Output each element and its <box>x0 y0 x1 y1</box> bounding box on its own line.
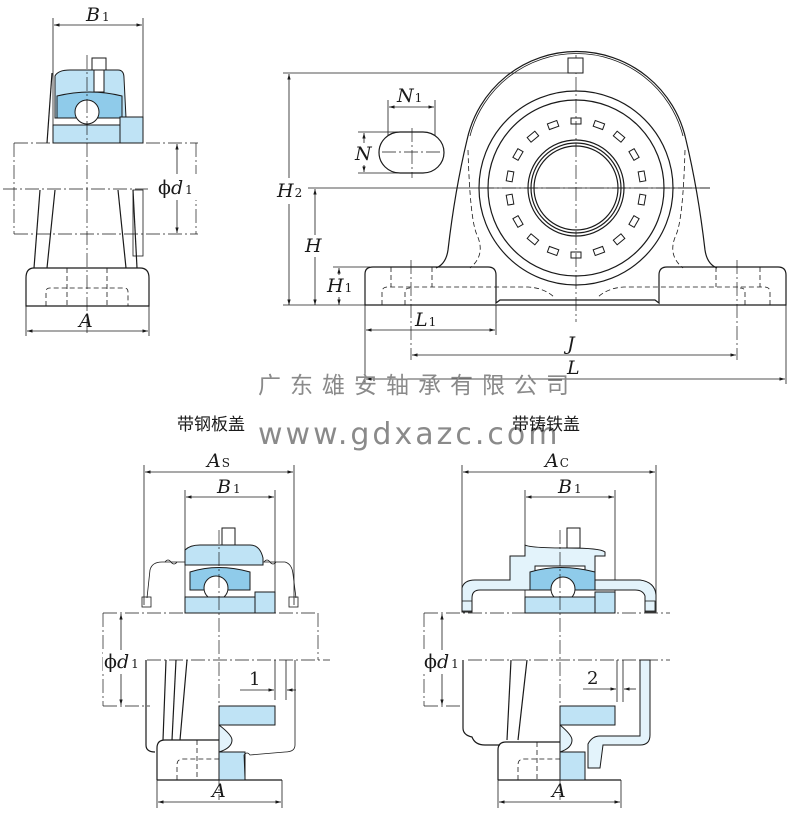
locking-collar <box>119 116 144 144</box>
cast-grease-nipple-icon <box>566 527 581 549</box>
retainer-tooth <box>526 130 540 143</box>
steel-cover-plate <box>146 561 297 599</box>
retainer-tooth <box>612 130 626 143</box>
a-label: A <box>77 310 93 332</box>
front-view: H2 H H1 N1 N <box>274 51 787 384</box>
retainer-tooth <box>546 119 560 131</box>
n1-label: N1 <box>396 85 422 107</box>
retainer-tooth <box>546 245 560 257</box>
mounting-slot <box>378 131 445 174</box>
watermark-company: 广东雄安轴承有限公司 <box>258 373 578 399</box>
steel-grease-nipple-icon <box>221 527 236 546</box>
steel-housing-cap <box>184 544 264 566</box>
grease-fitting-icon <box>567 57 584 74</box>
j-label: J <box>563 333 576 355</box>
housing-base <box>364 266 787 306</box>
retainer-tooth <box>592 119 606 131</box>
retainer-tooth <box>526 233 540 246</box>
retainer-tooth <box>628 214 640 229</box>
housing-top-arc <box>466 51 687 141</box>
retainer-tooth <box>637 193 647 206</box>
side-base <box>25 267 150 307</box>
retainer-tooth <box>628 147 640 162</box>
cast-cover-lower <box>587 659 651 769</box>
steel-clearance-label: 1 <box>249 669 260 690</box>
cast-cover-caption: 带铸铁盖 <box>512 415 580 435</box>
n-label: N <box>354 143 373 165</box>
retainer-tooth <box>512 214 524 229</box>
retainer-tooth <box>505 170 515 183</box>
ac-label: AC <box>543 450 569 472</box>
retainer-tooth <box>592 245 606 257</box>
l1-label: L1 <box>414 309 436 331</box>
retainer-tooth <box>512 147 524 162</box>
as-label: AS <box>205 450 230 472</box>
l-label: L <box>566 357 580 379</box>
steel-cover-caption: 带钢板盖 <box>177 415 245 435</box>
h-label: H <box>304 235 322 257</box>
retainer-tooth <box>637 170 647 183</box>
retainer-tooth <box>505 193 515 206</box>
h2-label: H2 <box>276 180 302 202</box>
retainer-tooth <box>612 233 626 246</box>
housing-right-leg <box>685 139 718 269</box>
grease-nipple-icon <box>91 57 107 71</box>
h1-label: H1 <box>326 275 352 297</box>
housing-left-leg <box>435 139 468 269</box>
cast-a-label: A <box>550 780 566 802</box>
watermark-website: www.gdxazc.com <box>258 417 560 452</box>
steel-a-label: A <box>210 780 226 802</box>
cast-clearance-label: 2 <box>587 668 598 689</box>
